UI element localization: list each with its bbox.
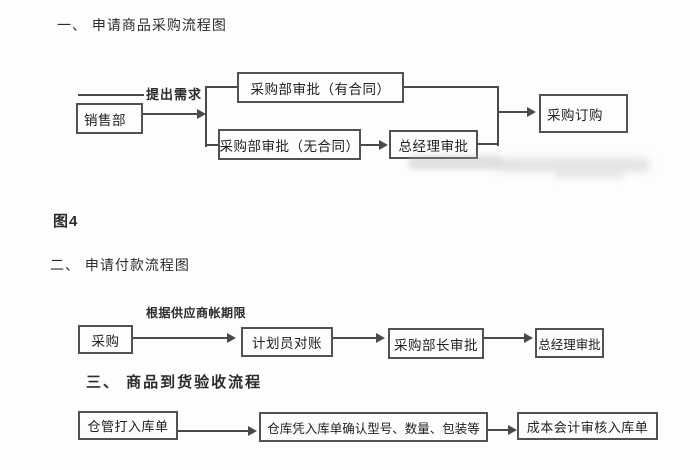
arrowhead-icon — [524, 333, 533, 343]
connector-line — [206, 86, 238, 88]
flow2-box-planner-reconciliation: 计划员对账 — [241, 327, 333, 357]
flow1-arrow-label: 提出需求 — [146, 87, 203, 102]
connector-line — [133, 337, 228, 339]
section-2-heading: 二、 申请付款流程图 — [50, 257, 190, 273]
arrowhead-icon — [379, 140, 388, 150]
connector-line — [206, 144, 219, 146]
watermark-smudge — [498, 158, 650, 172]
flow1-box-purchase-order: 采购订购 — [539, 94, 628, 133]
flow1-box-sales: 销售部 — [76, 103, 143, 134]
connector-line — [484, 337, 525, 339]
flow2-box-purchasing: 采购 — [78, 325, 133, 354]
figure-4-label: 图4 — [53, 213, 79, 230]
connector-line — [404, 86, 499, 88]
connector-line — [488, 429, 509, 431]
connector-line — [178, 430, 249, 432]
connector-line — [361, 144, 380, 146]
flow2-box-dept-head-approval: 采购部长审批 — [388, 328, 484, 359]
section-3-heading: 三、 商品到货验收流程 — [86, 374, 263, 391]
arrowhead-icon — [508, 425, 517, 435]
connector-line — [143, 113, 198, 115]
flow3-box-warehouse-entry: 仓管打入库单 — [78, 411, 178, 440]
section-1-heading: 一、 申请商品采购流程图 — [57, 17, 227, 33]
flow1-box-gm-approval: 总经理审批 — [389, 130, 478, 159]
arrowhead-icon — [197, 109, 206, 119]
merge-line — [497, 86, 499, 146]
arrowhead-icon — [248, 426, 257, 436]
branch-line — [205, 86, 207, 147]
connector-line — [498, 111, 528, 113]
connector-line — [333, 337, 377, 339]
flow1-box-approval-no-contract: 采购部审批（无合同） — [218, 129, 361, 160]
flow2-box-gm-approval: 总经理审批 — [535, 328, 604, 358]
flow1-box-approval-with-contract: 采购部审批（有合同） — [237, 72, 404, 103]
arrowhead-icon — [227, 333, 236, 343]
connector-line — [478, 143, 499, 145]
flow3-box-cost-accounting-review: 成本会计审核入库单 — [517, 412, 658, 440]
arrowhead-icon — [376, 333, 385, 343]
connector-line — [78, 94, 144, 96]
flow2-arrow-label: 根据供应商帐期限 — [146, 306, 247, 320]
arrowhead-icon — [527, 107, 536, 117]
watermark-smudge — [555, 170, 625, 179]
flow3-box-warehouse-confirm: 仓库凭入库单确认型号、数量、包装等 — [259, 412, 488, 442]
